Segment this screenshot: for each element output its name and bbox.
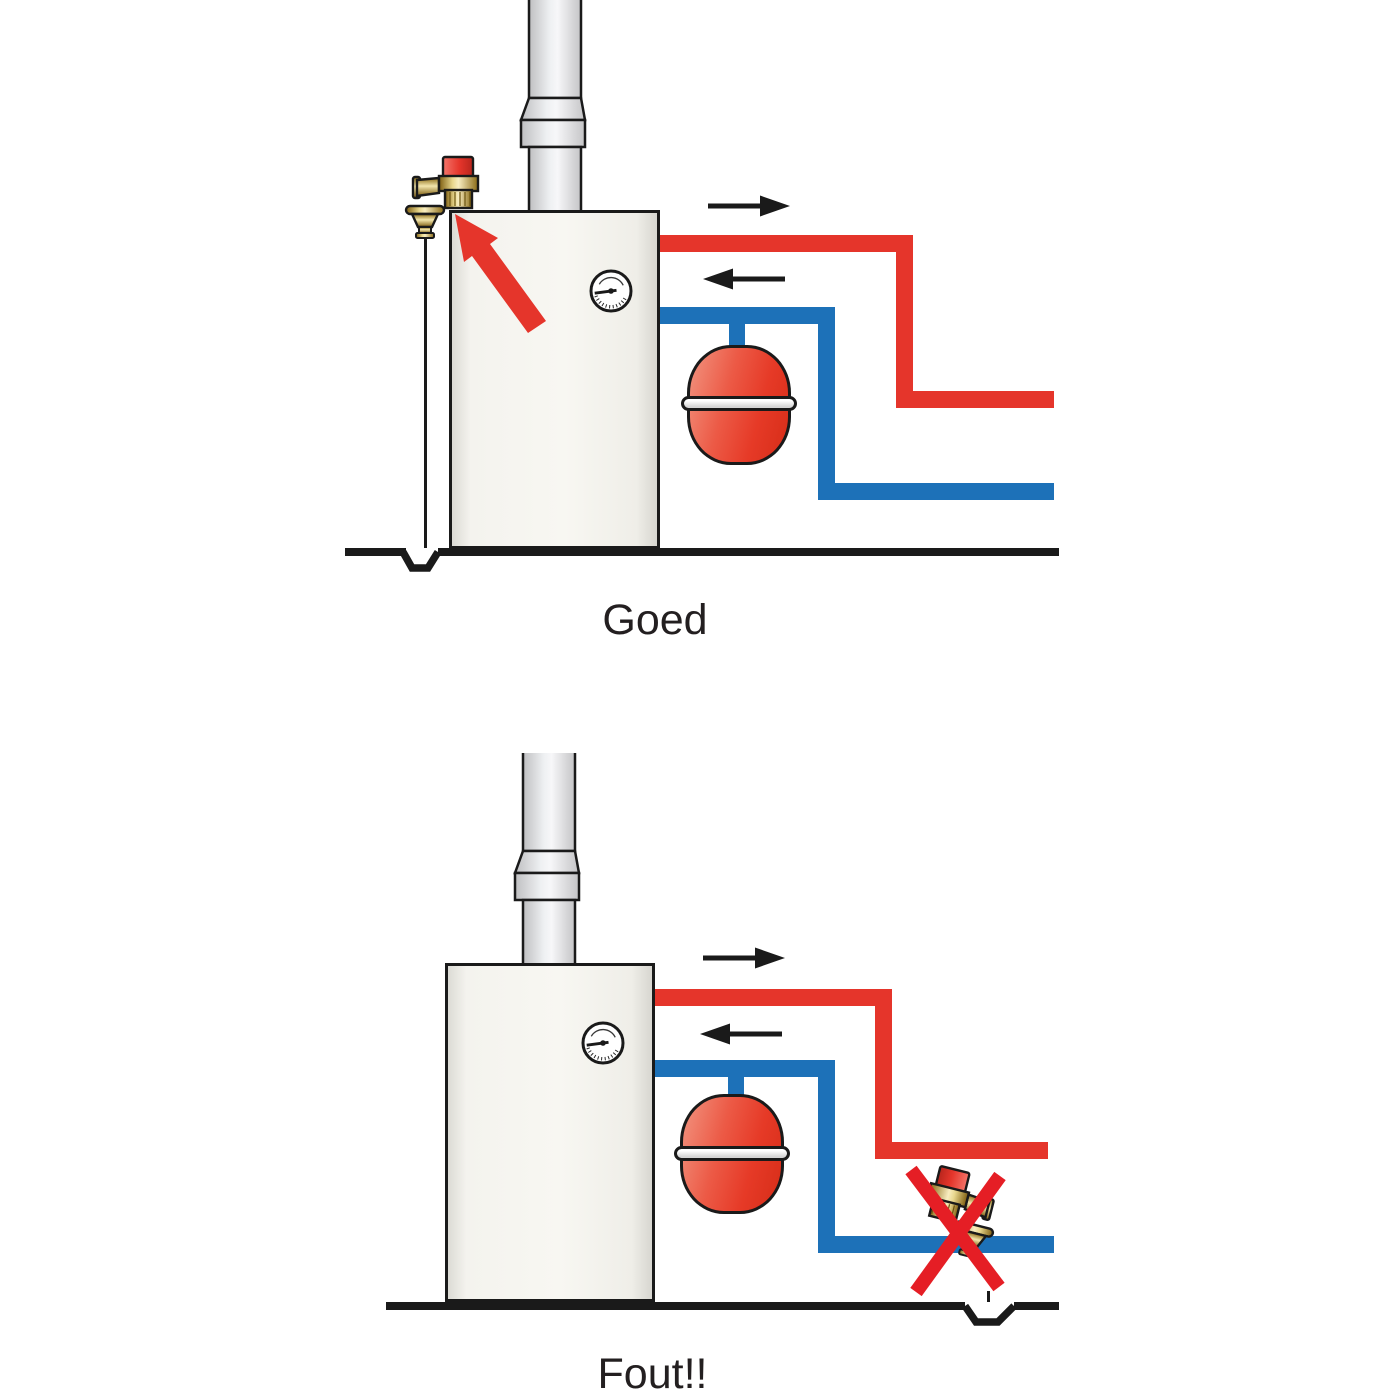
return-pipe-segment xyxy=(818,1060,835,1253)
return-pipe-segment xyxy=(818,483,1054,500)
return-pipe-segment xyxy=(818,1236,1054,1253)
pressure-gauge xyxy=(589,269,633,313)
supply-pipe-segment xyxy=(896,391,1054,408)
vessel-band xyxy=(681,396,797,411)
red-cross-icon xyxy=(905,1165,1006,1297)
vessel-connection-pipe xyxy=(729,324,745,346)
discharge-pipe xyxy=(987,1291,990,1302)
supply-pipe-segment xyxy=(875,989,892,1159)
supply-pipe-segment xyxy=(660,235,910,252)
flow-arrow-supply-icon xyxy=(695,945,790,971)
floor-drain xyxy=(399,550,442,572)
flue-pipe xyxy=(519,0,587,212)
return-pipe-segment xyxy=(660,307,835,324)
flow-arrow-return-icon xyxy=(698,266,793,292)
vessel-band xyxy=(674,1146,790,1161)
vessel-connection-pipe xyxy=(728,1077,744,1096)
floor-line xyxy=(438,548,1059,556)
supply-pipe-segment xyxy=(875,1142,1048,1159)
boiler xyxy=(445,963,655,1302)
flow-arrow-supply-icon xyxy=(700,193,795,219)
floor-drain xyxy=(961,1303,1017,1326)
floor-line xyxy=(386,1302,965,1310)
floor-line xyxy=(1014,1302,1059,1310)
return-pipe-segment xyxy=(655,1060,835,1077)
caption-good: Goed xyxy=(602,596,708,644)
flue-pipe xyxy=(513,753,581,963)
supply-pipe-segment xyxy=(655,989,892,1006)
pressure-gauge xyxy=(581,1021,625,1065)
valve-position-arrow-icon xyxy=(455,214,546,333)
discharge-pipe xyxy=(424,238,427,548)
supply-pipe-segment xyxy=(896,235,913,408)
caption-wrong: Fout!! xyxy=(597,1350,708,1398)
floor-line xyxy=(345,548,406,556)
flow-arrow-return-icon xyxy=(695,1021,790,1047)
return-pipe-segment xyxy=(818,307,835,500)
